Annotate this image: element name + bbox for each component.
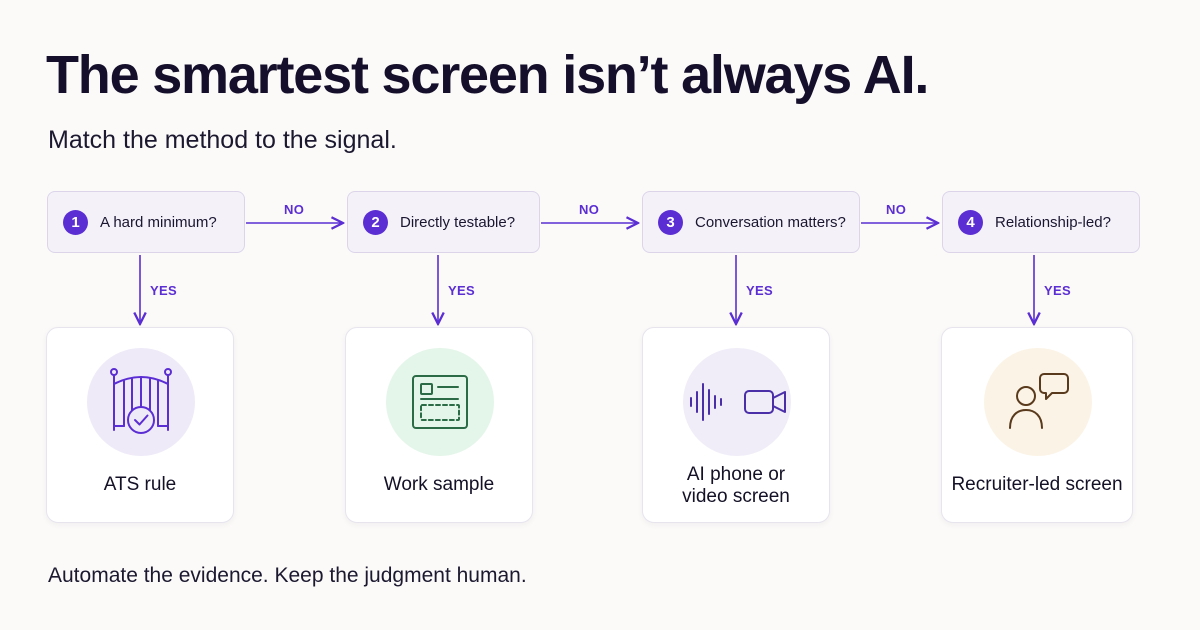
result-card-ai-screen: AI phone or video screen bbox=[642, 327, 830, 523]
step-number-badge: 1 bbox=[63, 209, 88, 235]
step-number-badge: 3 bbox=[658, 209, 683, 235]
no-label-1: NO bbox=[284, 202, 305, 217]
yes-label-1: YES bbox=[150, 283, 177, 298]
result-label: ATS rule bbox=[103, 474, 177, 495]
question-box-3: 3 Conversation matters? bbox=[642, 191, 860, 253]
step-number-badge: 4 bbox=[958, 209, 983, 235]
step-number-badge: 2 bbox=[363, 209, 388, 235]
result-label: Work sample bbox=[383, 474, 495, 495]
icon-circle bbox=[984, 348, 1092, 456]
result-card-work-sample: Work sample bbox=[345, 327, 533, 523]
yes-label-4: YES bbox=[1044, 283, 1071, 298]
no-label-2: NO bbox=[579, 202, 600, 217]
yes-label-2: YES bbox=[448, 283, 475, 298]
audio-video-icon bbox=[690, 383, 786, 421]
question-box-4: 4 Relationship-led? bbox=[942, 191, 1140, 253]
question-text: Conversation matters? bbox=[695, 213, 846, 231]
yes-label-3: YES bbox=[746, 283, 773, 298]
page-title: The smartest screen isn’t always AI. bbox=[46, 45, 929, 105]
icon-circle bbox=[87, 348, 195, 456]
question-text: Directly testable? bbox=[400, 213, 516, 231]
question-box-2: 2 Directly testable? bbox=[347, 191, 540, 253]
gate-check-icon bbox=[110, 368, 172, 434]
icon-circle bbox=[386, 348, 494, 456]
work-sample-form-icon bbox=[412, 375, 468, 429]
result-card-ats-rule: ATS rule bbox=[46, 327, 234, 523]
no-label-3: NO bbox=[886, 202, 907, 217]
question-text: Relationship-led? bbox=[995, 213, 1111, 231]
question-box-1: 1 A hard minimum? bbox=[47, 191, 245, 253]
question-text: A hard minimum? bbox=[100, 213, 217, 231]
result-label: Recruiter-led screen bbox=[951, 474, 1123, 495]
icon-circle bbox=[683, 348, 791, 456]
result-card-recruiter: Recruiter-led screen bbox=[941, 327, 1133, 523]
footer-tagline: Automate the evidence. Keep the judgment… bbox=[48, 564, 527, 587]
people-chat-icon bbox=[1009, 373, 1069, 429]
page-subtitle: Match the method to the signal. bbox=[48, 126, 397, 154]
result-label: AI phone or video screen bbox=[682, 464, 790, 507]
